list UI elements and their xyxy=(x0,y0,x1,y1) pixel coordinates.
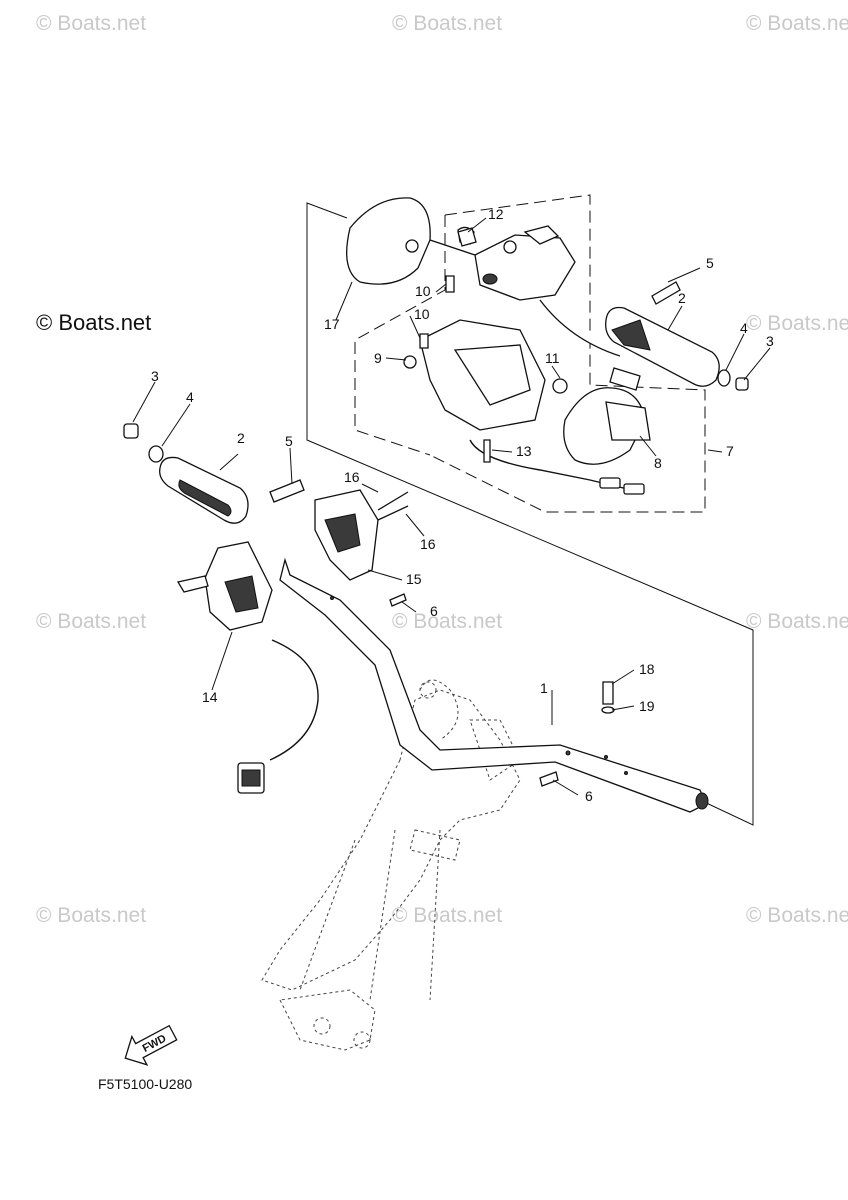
hardware xyxy=(123,227,749,787)
callout-19: 19 xyxy=(639,698,655,714)
callout-12: 12 xyxy=(488,206,504,222)
callout-11: 11 xyxy=(545,350,560,366)
watermark-layer: © Boats.net © Boats.net © Boats.net © Bo… xyxy=(36,12,848,927)
watermark-mid-center: © Boats.net xyxy=(392,610,502,633)
upper-switch-housing xyxy=(419,225,645,495)
diagram-code: F5T5100-U280 xyxy=(98,1076,192,1092)
watermark-emphasized: © Boats.net xyxy=(36,310,151,335)
callout-1: 1 xyxy=(540,680,548,696)
callout-16-upper: 16 xyxy=(344,469,360,485)
watermark-upper-right: © Boats.net xyxy=(746,312,848,335)
callout-2-left: 2 xyxy=(237,430,245,446)
callout-10-upper: 10 xyxy=(415,283,431,299)
left-grip xyxy=(159,456,249,524)
watermark-mid-right: © Boats.net xyxy=(746,610,848,633)
handlebar xyxy=(279,557,709,813)
watermark-top-left: © Boats.net xyxy=(36,12,146,35)
callout-3-right: 3 xyxy=(766,333,774,349)
callout-16-lower: 16 xyxy=(420,536,436,552)
right-switch-housing xyxy=(314,489,379,581)
callout-2-right: 2 xyxy=(678,290,686,306)
leader-lines xyxy=(132,217,771,796)
callout-5-left: 5 xyxy=(285,433,293,449)
watermark-mid-left: © Boats.net xyxy=(36,610,146,633)
callout-18: 18 xyxy=(639,661,655,677)
callout-8: 8 xyxy=(654,455,662,471)
callout-15: 15 xyxy=(406,571,422,587)
callout-labels: 1 2 2 3 3 4 4 5 5 6 6 7 8 9 10 10 11 12 … xyxy=(151,206,774,804)
callout-4-right: 4 xyxy=(740,320,748,336)
left-switch-assembly xyxy=(176,541,319,794)
steering-column-ghost xyxy=(261,679,521,1051)
callout-14: 14 xyxy=(202,689,218,705)
callout-4-left: 4 xyxy=(186,389,194,405)
fwd-arrow: FWD xyxy=(124,1024,178,1066)
callout-3-left: 3 xyxy=(151,368,159,384)
watermark-low-center: © Boats.net xyxy=(392,904,502,927)
callout-13: 13 xyxy=(516,443,532,459)
callout-10-lower: 10 xyxy=(414,306,430,322)
watermark-top-center: © Boats.net xyxy=(392,12,502,35)
watermark-low-left: © Boats.net xyxy=(36,904,146,927)
throttle-cover xyxy=(346,197,431,285)
watermark-low-right: © Boats.net xyxy=(746,904,848,927)
assembly-outline xyxy=(306,194,754,826)
callout-17: 17 xyxy=(324,316,340,332)
callout-7: 7 xyxy=(726,443,734,459)
watermark-top-right: © Boats.net xyxy=(746,12,848,35)
callout-9: 9 xyxy=(374,350,382,366)
right-switch-cover xyxy=(563,367,651,465)
right-grip xyxy=(539,299,720,387)
callout-6-upper: 6 xyxy=(430,603,438,619)
callout-6-lower: 6 xyxy=(585,788,593,804)
callout-5-right: 5 xyxy=(706,255,714,271)
